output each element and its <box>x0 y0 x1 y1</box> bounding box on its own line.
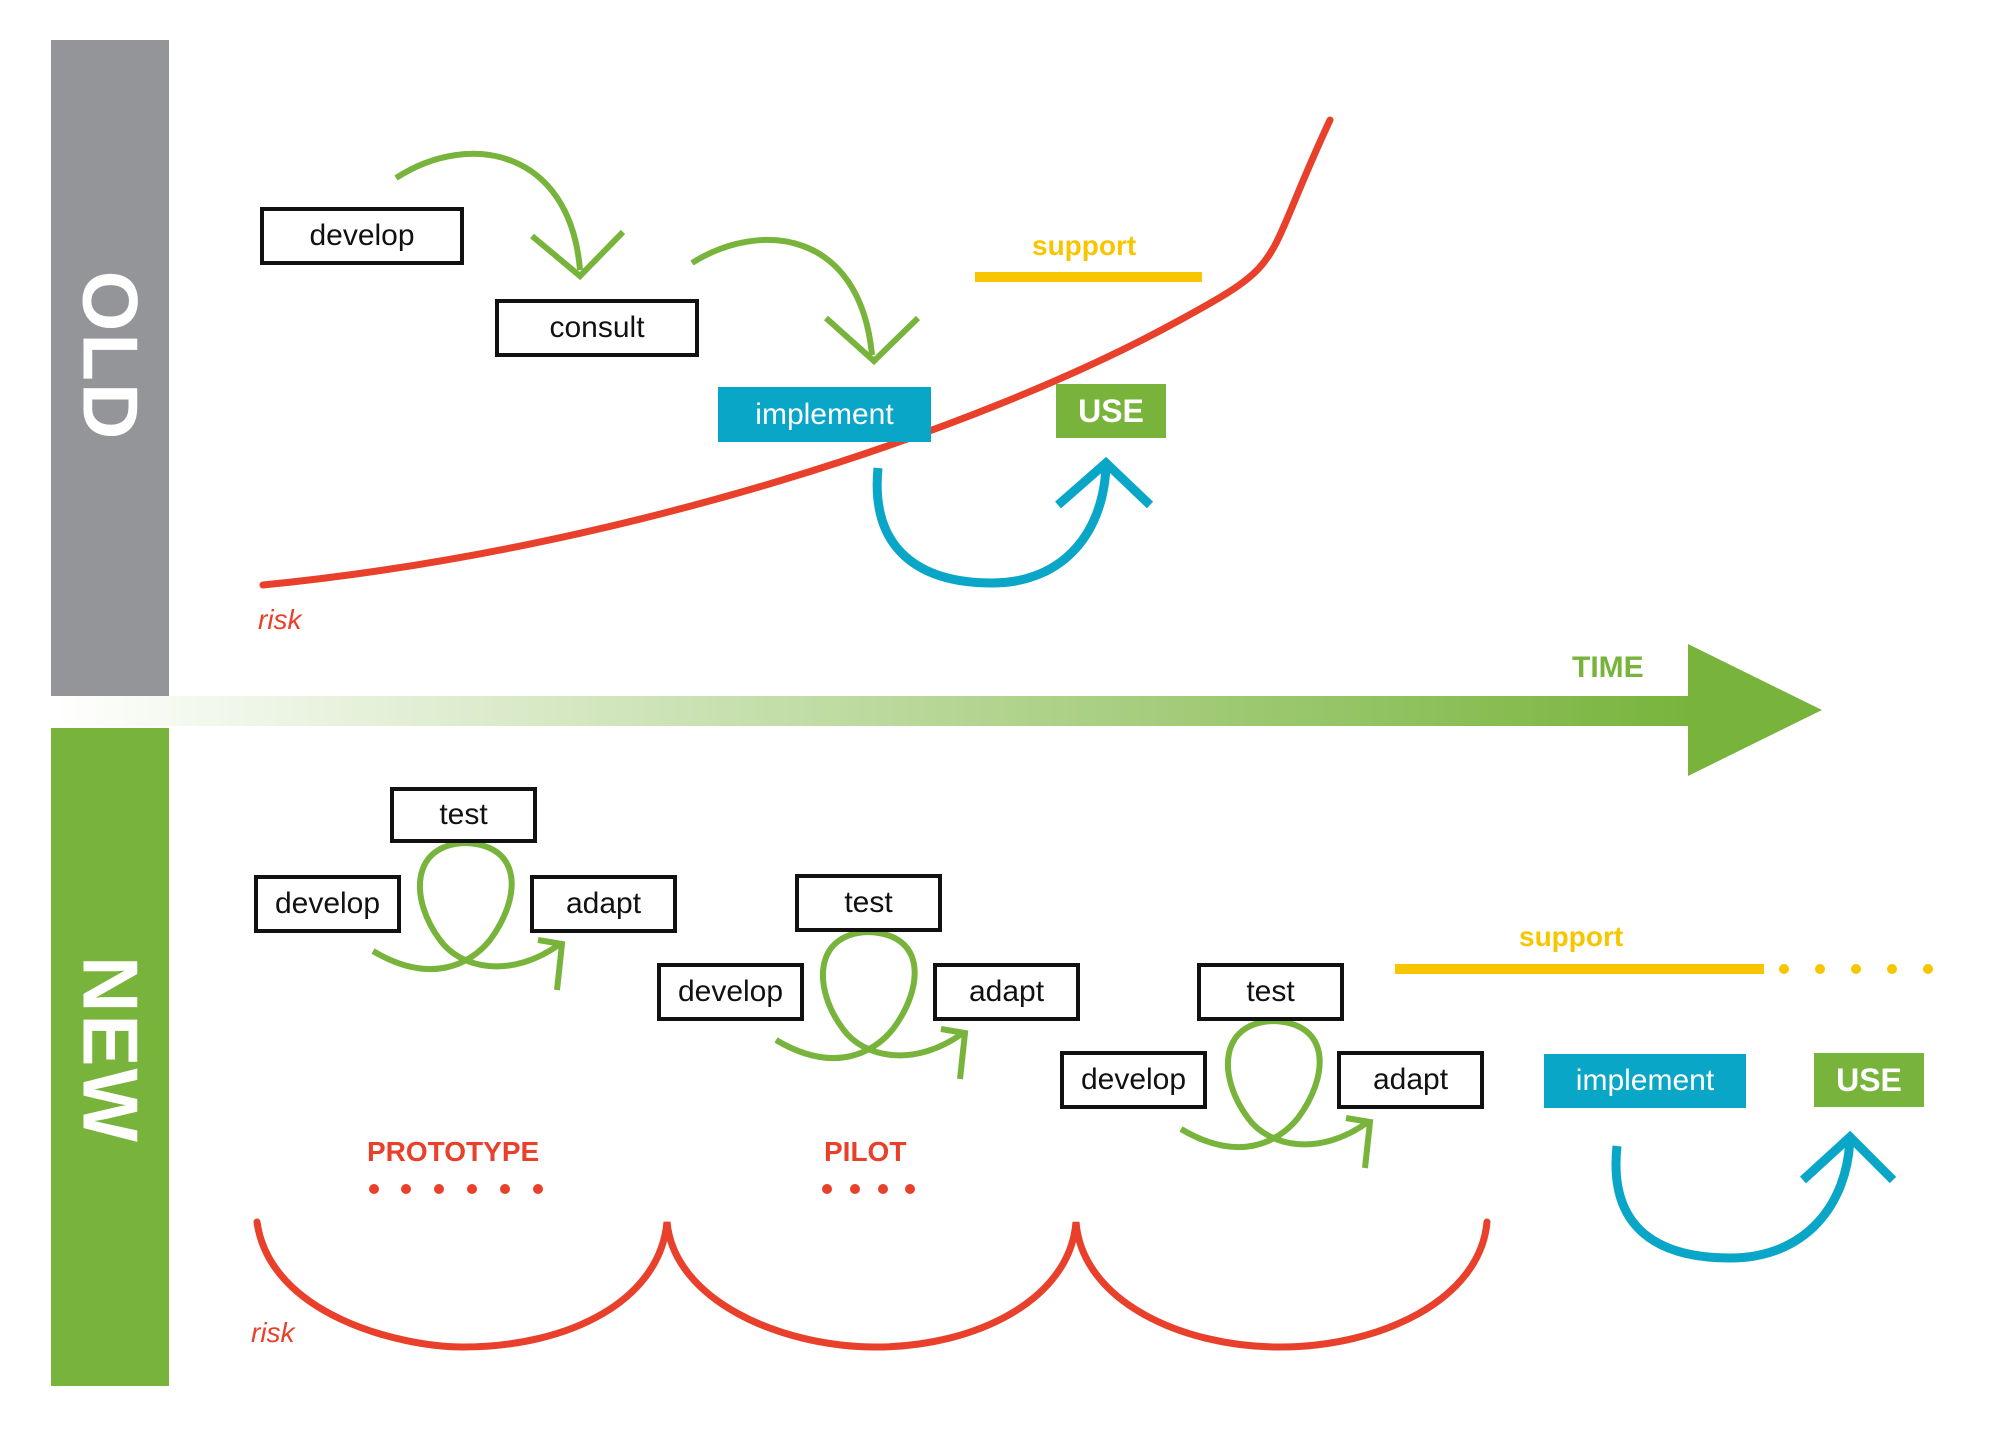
new-loop-2 <box>774 928 965 1061</box>
new-blue-arrow <box>1611 1136 1855 1263</box>
new-loop-1 <box>371 839 562 972</box>
new-risk-curve <box>253 1218 1491 1351</box>
time-label: TIME <box>1572 651 1644 684</box>
old-green-arrow-1 <box>394 150 583 271</box>
new-band <box>51 728 169 1386</box>
new-support-dots <box>1779 964 1933 974</box>
old-green-arrow-2 <box>690 236 875 356</box>
new-risk-label: risk <box>251 1317 295 1348</box>
prototype-dots <box>369 1184 543 1194</box>
prototype-label: PROTOTYPE <box>367 1136 540 1167</box>
new-adapt-box-2: adapt <box>933 963 1080 1021</box>
new-support-label: support <box>1519 921 1624 952</box>
old-develop-box: develop <box>260 207 464 265</box>
old-band <box>51 40 169 696</box>
old-use-box: USE <box>1056 384 1166 438</box>
old-risk-curve <box>259 116 1334 589</box>
pilot-dots <box>822 1184 915 1194</box>
old-blue-arrow <box>872 462 1111 588</box>
old-consult-box: consult <box>495 299 699 357</box>
new-test-box-1: test <box>390 787 537 843</box>
pilot-label: PILOT <box>824 1136 907 1167</box>
old-implement-box: implement <box>718 387 931 442</box>
old-risk-label: risk <box>258 604 302 635</box>
new-develop-box-3: develop <box>1060 1051 1207 1109</box>
new-develop-box-1: develop <box>254 875 401 933</box>
new-develop-box-2: develop <box>657 963 804 1021</box>
new-use-box: USE <box>1814 1053 1924 1107</box>
new-loop-3 <box>1179 1017 1370 1150</box>
new-test-box-3: test <box>1197 963 1344 1021</box>
new-test-box-2: test <box>795 874 942 932</box>
time-arrow-head <box>1688 644 1822 776</box>
old-support-label: support <box>1032 230 1137 261</box>
new-adapt-box-1: adapt <box>530 875 677 933</box>
new-implement-box: implement <box>1544 1054 1746 1108</box>
time-arrow-shaft <box>54 696 1694 726</box>
new-adapt-box-3: adapt <box>1337 1051 1484 1109</box>
